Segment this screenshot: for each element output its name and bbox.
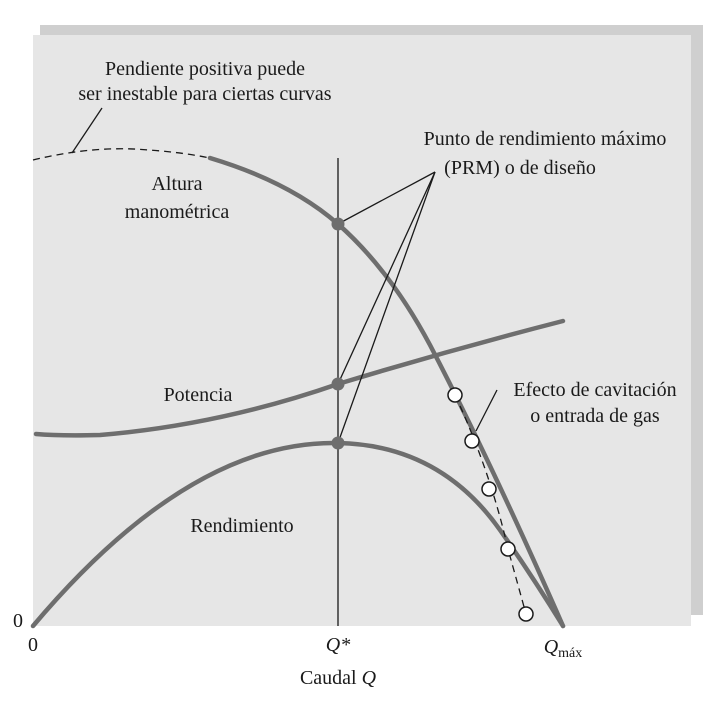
unstable-note-line2: ser inestable para ciertas curvas (78, 83, 331, 105)
cavitation-point (464, 433, 480, 449)
q-max-label: Qmáx (544, 636, 583, 661)
efficiency-curve (30, 440, 566, 629)
cavitation-point (481, 481, 497, 497)
cavitation-label-line1: Efecto de cavitación (513, 379, 676, 401)
head-curve (207, 155, 566, 629)
bep-leader-power (337, 171, 436, 385)
bep-label-line1: Punto de rendimiento máximo (424, 128, 667, 150)
efficiency-label: Rendimiento (190, 515, 293, 537)
q-star-label: Q* (326, 634, 350, 656)
cavitation-point (518, 606, 534, 622)
head-curve-unstable-dashed (32, 148, 211, 161)
cavitation-leader (475, 389, 498, 432)
bep-label-line2: (PRM) o de diseño (444, 157, 596, 179)
x-axis-title: Caudal Q (300, 667, 377, 689)
bep-leader-efficiency (337, 171, 436, 444)
cavitation-point (447, 387, 463, 403)
bep-efficiency-point (331, 436, 345, 450)
head-label-line2: manométrica (125, 201, 230, 223)
unstable-note-line1: Pendiente positiva puede (105, 58, 305, 80)
bep-power-point (331, 377, 345, 391)
cavitation-point (500, 541, 516, 557)
unstable-leader (71, 107, 103, 154)
y-origin-label: 0 (13, 610, 23, 632)
cavitation-label-line2: o entrada de gas (530, 405, 660, 427)
bep-head-point (331, 217, 345, 231)
x-origin-label: 0 (28, 634, 38, 656)
power-label: Potencia (164, 384, 233, 406)
bep-leader-head (337, 171, 436, 225)
power-curve (33, 318, 566, 438)
head-label-line1: Altura (151, 173, 202, 195)
